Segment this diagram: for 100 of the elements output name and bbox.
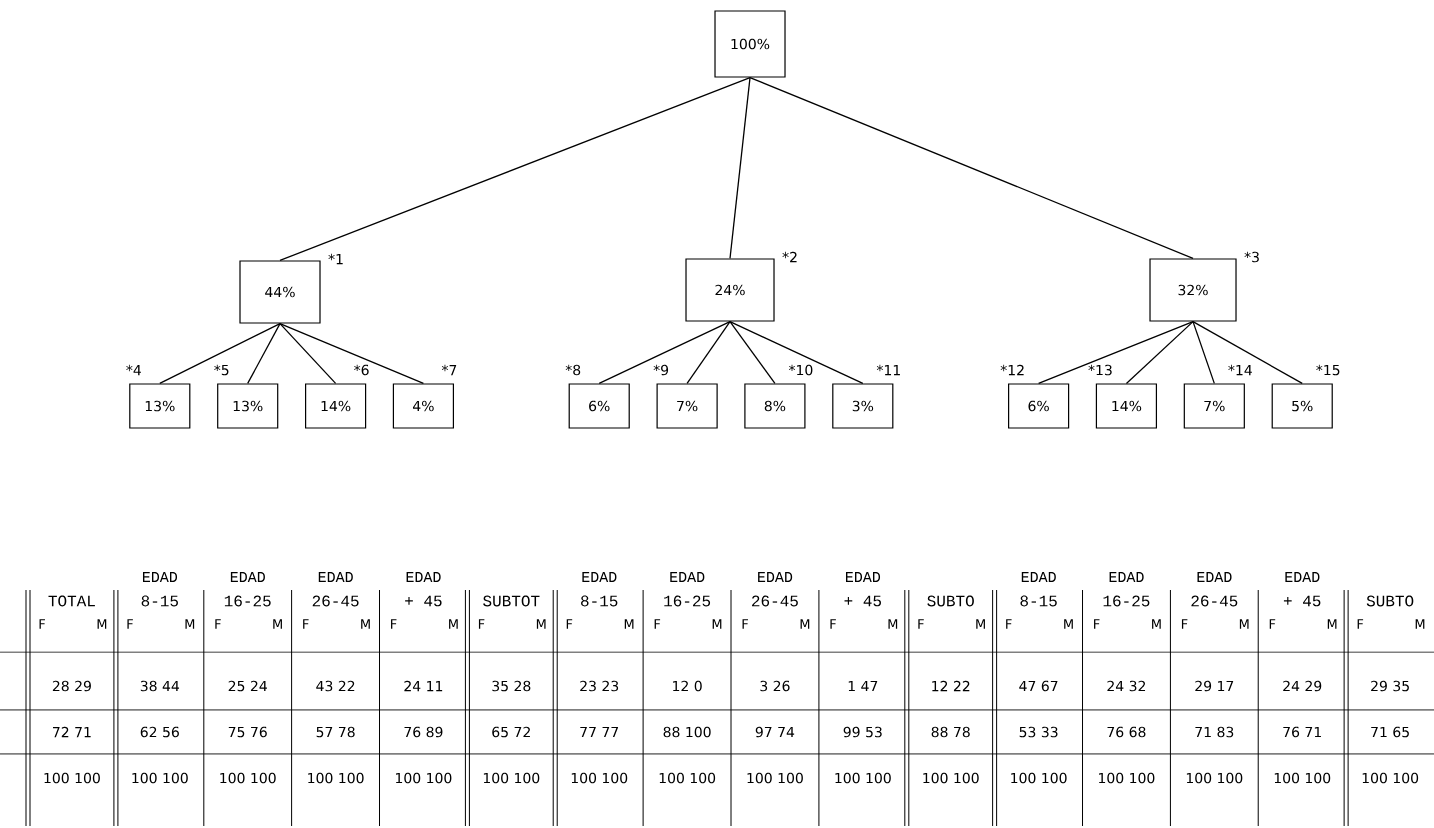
age-heading: EDAD <box>1021 572 1056 582</box>
sex-label: M <box>361 619 370 629</box>
connector-line <box>279 322 337 385</box>
table-value: 100 100 <box>220 772 276 784</box>
percentage-box: 24% <box>685 258 775 322</box>
callout-number: *9 <box>653 364 669 376</box>
sex-label: F <box>830 619 836 629</box>
sex-label: M <box>1415 619 1425 629</box>
sex-label: M <box>712 619 722 629</box>
percentage-box: 8% <box>744 383 806 429</box>
percentage-box: 6% <box>568 383 630 429</box>
connector-line <box>686 320 731 385</box>
callout-number: *6 <box>354 364 369 376</box>
callout-number: *4 <box>126 364 141 376</box>
table-value: 1 47 <box>848 680 878 692</box>
percentage-box: 4% <box>392 383 454 429</box>
table-value: 100 100 <box>1274 772 1331 784</box>
table-value: 100 100 <box>1362 772 1419 784</box>
table-value: 97 74 <box>755 726 795 738</box>
sex-label: F <box>215 619 221 629</box>
connector-line <box>729 320 776 385</box>
table-value: 53 33 <box>1019 726 1058 738</box>
sex-label: M <box>1327 619 1337 629</box>
table-value: 28 29 <box>52 680 91 692</box>
connector-line <box>247 322 281 385</box>
sex-label: F <box>39 619 45 629</box>
sex-label: F <box>1181 619 1188 629</box>
age-heading: EDAD <box>318 572 353 582</box>
sex-label: F <box>654 619 661 629</box>
sex-label: M <box>976 619 985 629</box>
age-heading: EDAD <box>670 572 705 582</box>
sex-label: F <box>127 619 133 629</box>
age-heading: EDAD <box>230 572 265 582</box>
column-header: SUBTOT <box>483 595 540 607</box>
percentage-box: 44% <box>239 260 321 324</box>
callout-number: *10 <box>788 364 813 376</box>
connector-line <box>1192 320 1215 385</box>
connector-line <box>1125 320 1194 385</box>
connector-line <box>159 322 281 385</box>
percentage-box: 100% <box>714 10 786 78</box>
column-header: + 45 <box>844 595 881 607</box>
table-value: 29 17 <box>1195 680 1234 692</box>
sex-label: F <box>1357 619 1364 629</box>
age-heading: EDAD <box>143 572 178 582</box>
column-header: 8-15 <box>1020 595 1057 607</box>
table-value: 77 77 <box>580 726 619 738</box>
table-value: 100 100 <box>308 772 364 784</box>
callout-number: *11 <box>876 364 900 376</box>
percentage-box: 13% <box>129 383 191 429</box>
connector-line <box>729 76 751 260</box>
table-value: 3 26 <box>760 680 790 692</box>
percentage-box: 14% <box>305 383 367 429</box>
column-header: 8-15 <box>581 595 618 607</box>
column-header: TOTAL <box>48 595 95 607</box>
table-value: 62 56 <box>140 726 179 738</box>
sex-label: M <box>1064 619 1073 629</box>
column-header: 8-15 <box>141 595 178 607</box>
table-value: 12 0 <box>673 680 702 692</box>
age-heading: EDAD <box>758 572 793 582</box>
table-value: 24 29 <box>1283 680 1322 692</box>
percentage-box: 13% <box>217 383 279 429</box>
table-value: 47 67 <box>1019 680 1058 692</box>
column-header: 16-25 <box>224 595 271 607</box>
table-value: 76 68 <box>1107 726 1146 738</box>
column-header: 26-45 <box>752 595 798 607</box>
table-value: 100 100 <box>396 772 452 784</box>
callout-number: *1 <box>328 253 343 265</box>
sex-label: M <box>800 619 810 629</box>
table-value: 100 100 <box>1099 772 1155 784</box>
sex-label: F <box>1094 619 1100 629</box>
percentage-box: 6% <box>1008 383 1070 429</box>
connector-line <box>598 320 731 385</box>
table-value: 25 24 <box>228 680 267 692</box>
column-header: 16-25 <box>1103 595 1150 607</box>
sex-label: M <box>449 619 458 629</box>
sex-label: F <box>391 619 397 629</box>
sex-label: M <box>1152 619 1161 629</box>
callout-number: *5 <box>214 364 229 376</box>
table-value: 43 22 <box>316 680 355 692</box>
percentage-box: 7% <box>656 383 718 429</box>
sex-label: M <box>273 619 282 629</box>
callout-number: *13 <box>1088 364 1112 376</box>
table-value: 72 71 <box>53 726 91 738</box>
sex-label: F <box>918 619 924 629</box>
table-value: 100 100 <box>44 772 100 784</box>
sex-label: F <box>566 619 573 629</box>
connector-line <box>279 76 751 262</box>
table-value: 100 100 <box>483 772 540 784</box>
percentage-box: 32% <box>1149 258 1237 322</box>
age-heading: EDAD <box>1285 572 1320 582</box>
table-value: 100 100 <box>132 772 188 784</box>
age-heading: EDAD <box>1109 572 1144 582</box>
callout-number: *2 <box>782 251 797 263</box>
table-value: 71 65 <box>1371 726 1409 738</box>
column-header: + 45 <box>1283 595 1321 607</box>
sex-label: F <box>478 619 485 629</box>
sex-label: F <box>303 619 309 629</box>
column-header: 16-25 <box>664 595 711 607</box>
sex-label: M <box>888 619 898 629</box>
callout-number: *7 <box>441 364 457 376</box>
